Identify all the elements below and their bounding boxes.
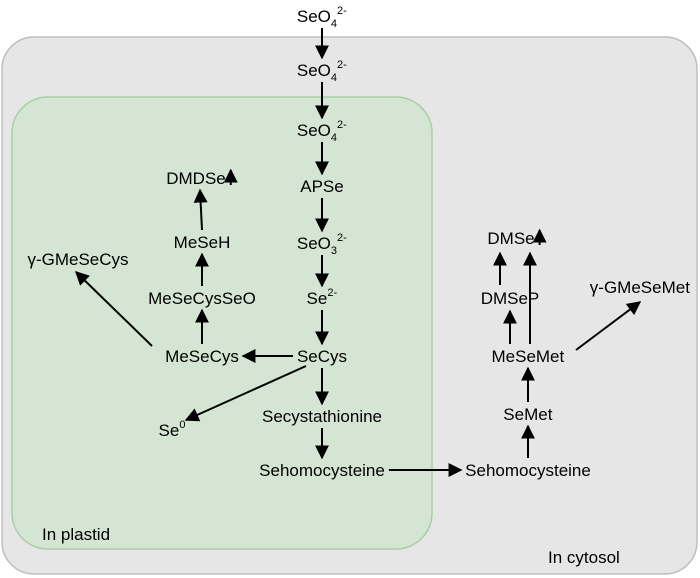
node-dmdse: DMDSe [166, 168, 238, 188]
node-label: MeSeH [174, 233, 231, 252]
node-label: SeO42- [297, 59, 347, 84]
node-label: γ-GMeSeMet [590, 278, 690, 297]
node-mesecysseo: MeSeCysSeO [148, 289, 256, 308]
node-label: SeCys [297, 347, 347, 366]
node-label: MeSeCys [165, 347, 239, 366]
node-label: APSe [300, 177, 343, 196]
plastid-compartment [11, 96, 433, 550]
node-seo3: SeO32- [297, 232, 347, 257]
node-label: Se0 [159, 419, 186, 440]
node-label: SeO42- [297, 5, 347, 30]
node-apse: APSe [300, 177, 343, 196]
node-mesecys: MeSeCys [165, 347, 239, 366]
pathway-arrows [74, 28, 642, 477]
node-sehomocysteine-plastid: Sehomocysteine [259, 461, 385, 480]
node-dmsep: DMSeP [481, 289, 540, 308]
node-seo4-cytosol: SeO42- [297, 59, 347, 84]
node-se0: Se0 [159, 419, 186, 440]
node-label: SeO32- [297, 232, 347, 257]
node-label: Secystathionine [262, 407, 382, 426]
node-dmse: DMSe [487, 228, 547, 248]
arrow-mesecys-to-gmesecys [74, 271, 153, 347]
node-label: DMSe [487, 229, 534, 248]
node-seo4-plastid: SeO42- [297, 119, 347, 144]
cytosol-label: In cytosol [548, 548, 620, 567]
node-secys: SeCys [297, 347, 347, 366]
node-label: Sehomocysteine [465, 461, 591, 480]
node-seo4-outside: SeO42- [297, 5, 347, 30]
node-label: Se2- [307, 287, 338, 308]
node-label: MeSeCysSeO [148, 289, 256, 308]
node-se2: Se2- [307, 287, 338, 308]
node-label: γ-GMeSeCys [27, 250, 128, 269]
plastid-label: In plastid [42, 525, 110, 544]
node-semet: SeMet [503, 405, 552, 424]
arrow-meseh-to-dmdse [193, 188, 208, 231]
node-label: MeSeMet [491, 347, 564, 366]
arrow-secys-to-se0 [184, 365, 307, 422]
node-gmesemet: γ-GMeSeMet [590, 278, 690, 297]
node-sehomocysteine-cytosol: Sehomocysteine [465, 461, 591, 480]
node-meseh: MeSeH [174, 233, 231, 252]
node-label: DMDSe [166, 169, 226, 188]
node-mesemet: MeSeMet [491, 347, 564, 366]
node-gmesecys: γ-GMeSeCys [27, 250, 128, 269]
node-label: Sehomocysteine [259, 461, 385, 480]
node-secystathionine: Secystathionine [262, 407, 382, 426]
node-label: DMSeP [481, 289, 540, 308]
node-label: SeO42- [297, 119, 347, 144]
node-label: SeMet [503, 405, 552, 424]
arrow-mesemet-to-gmesemet [575, 301, 642, 351]
